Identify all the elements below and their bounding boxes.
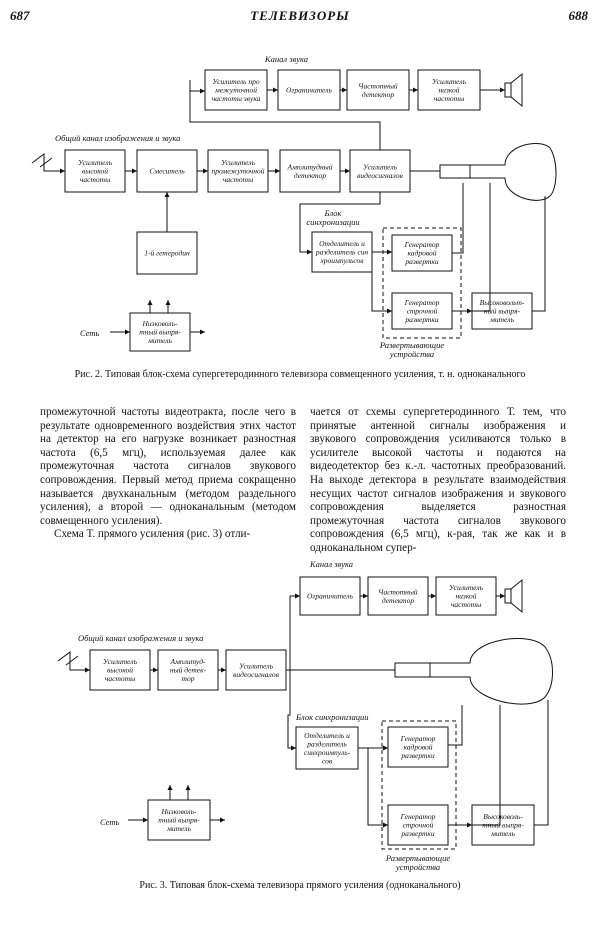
figure-2-block-diagram: Канал звука Общий канал изображения и зв… [31,54,557,359]
fig2-blocks-hv_rect-label: Высоковольт-ный выпря-митель [480,298,525,324]
running-title: ТЕЛЕВИЗОРЫ [250,8,350,23]
fig3-blocks-am_det-label: Амплитуд-ный детек-тор [170,657,207,683]
fig2-common-channel-label: Общий канал изображения и звука [55,133,180,143]
fig3-sound-channel-label: Канал звука [309,559,353,569]
fig2-mains-label: Сеть [80,328,100,338]
page-number-left: 687 [10,8,30,23]
fig2-sound-channel-label: Канал звука [264,54,308,64]
fig3-sync-block-label: Блок синхронизации [295,712,368,722]
text-column-left: промежуточной частоты видеотракта, после… [40,406,296,542]
fig3-blocks-hv_rect-label: Высоковоль-тный выпря-митель [482,812,524,838]
page-number-right: 688 [568,8,589,23]
fig2-blocks-lo-label: 1-й гетеродин [144,249,190,258]
right-paragraph-1: чается от схемы супергетеродинного Т. те… [310,406,566,554]
fig2-blocks-lv_rect-label: Низковоль-тный выпря-митель [139,319,181,345]
fig2-blocks-limiter-label: Ограничитель [286,86,332,95]
fig3-mains-label: Сеть [100,817,120,827]
fig2-blocks-mixer-label: Смеситель [149,167,185,176]
left-paragraph-2: Схема Т. прямого усиления (рис. 3) отли- [54,528,251,541]
fig3-common-channel-label: Общий канал изображения и звука [78,633,203,643]
fig3-blocks-limiter-label: Ограничитель [307,592,353,601]
figure-2-caption: Рис. 2. Типовая блок-схема супергетероди… [74,369,526,380]
figure-3-caption: Рис. 3. Типовая блок-схема телевизора пр… [139,880,461,891]
left-paragraph-1: промежуточной частоты видеотракта, после… [40,406,296,527]
fig3-blocks-lv_rect-label: Низковоль-тный выпря-митель [158,807,200,833]
text-column-right: чается от схемы супергетеродинного Т. те… [310,406,566,556]
figure-3-block-diagram: Канал звука Общий канал изображения и зв… [57,559,553,872]
